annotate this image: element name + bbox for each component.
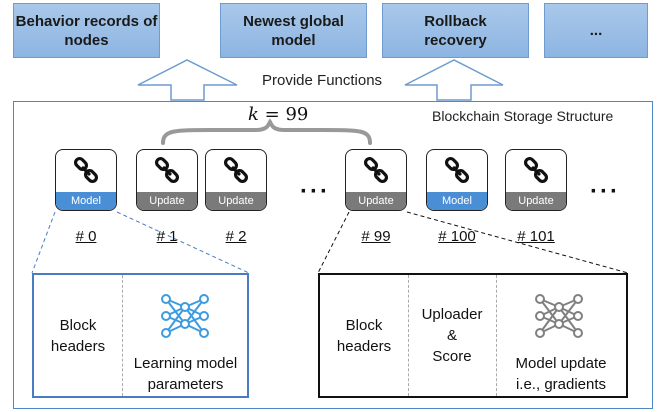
function-box-more: ... xyxy=(544,3,648,58)
block-tag: Model xyxy=(56,192,116,210)
k-label: k = 99 xyxy=(248,104,308,125)
cell-text: Uploader xyxy=(421,306,483,323)
block-headers-cell: Block headers xyxy=(320,275,408,396)
cell-text: Score xyxy=(432,348,472,365)
function-label: Rollback xyxy=(424,12,487,30)
cell-text: headers xyxy=(336,337,392,355)
block-tag: Update xyxy=(137,192,197,210)
cell-text: Model update xyxy=(515,354,607,372)
block-tag: Model xyxy=(427,192,487,210)
function-label: recovery xyxy=(424,31,487,49)
divider xyxy=(122,275,123,396)
function-label: Newest global xyxy=(243,12,344,30)
k-equals: = xyxy=(258,104,286,125)
chain-link-icon xyxy=(362,156,390,185)
chain-link-icon xyxy=(222,156,250,185)
block-5: Update xyxy=(505,149,567,211)
model-block-detail: Block headers Learning model parameters xyxy=(32,273,249,398)
k-value: 99 xyxy=(285,104,309,125)
block-index-label: # 1 xyxy=(156,228,178,245)
cell-text: Learning model xyxy=(133,354,238,372)
block-index-label: # 0 xyxy=(75,228,97,245)
block-headers-cell: Block headers xyxy=(34,275,122,396)
cell-text: Block xyxy=(59,316,97,334)
connector-line xyxy=(116,211,250,274)
block-0: Model xyxy=(55,149,117,211)
neural-network-icon xyxy=(161,294,209,338)
ellipsis: ··· xyxy=(300,178,330,205)
k-brace xyxy=(161,118,372,145)
chain-link-icon xyxy=(72,156,100,185)
block-index-label: # 99 xyxy=(361,228,391,245)
function-label: model xyxy=(271,31,316,49)
connector-line xyxy=(31,211,56,274)
learning-model-cell: Learning model parameters xyxy=(122,351,249,396)
chain-link-icon xyxy=(443,156,471,185)
block-4: Model xyxy=(426,149,488,211)
function-label: ... xyxy=(589,22,603,39)
connector-line xyxy=(406,211,629,274)
block-tag: Update xyxy=(506,192,566,210)
storage-title: Blockchain Storage Structure xyxy=(432,108,614,124)
block-index-label: # 100 xyxy=(438,228,476,245)
block-tag: Update xyxy=(206,192,266,210)
blockchain-storage-frame xyxy=(13,101,653,409)
divider xyxy=(408,275,409,396)
k-variable: k xyxy=(248,104,259,125)
connector-line xyxy=(317,211,350,274)
neural-network-icon xyxy=(535,294,583,338)
function-label: Behavior records of xyxy=(15,12,158,30)
up-arrow-right xyxy=(404,59,504,101)
divider xyxy=(496,275,497,396)
block-3: Update xyxy=(345,149,407,211)
update-block-detail: Block headers Uploader & Score Model update… xyxy=(318,273,628,398)
block-index-label: # 2 xyxy=(225,228,247,245)
model-update-cell: Model update i.e., gradients xyxy=(496,351,626,396)
block-index-label: # 101 xyxy=(517,228,555,245)
function-label: nodes xyxy=(64,31,109,49)
provide-functions-label: Provide Functions xyxy=(262,72,383,89)
up-arrow-left xyxy=(137,59,238,101)
block-2: Update xyxy=(205,149,267,211)
uploader-score-cell: Uploader & Score xyxy=(408,275,496,396)
cell-text: i.e., gradients xyxy=(515,375,607,393)
chain-link-icon xyxy=(153,156,181,185)
block-1: Update xyxy=(136,149,198,211)
cell-text: Block xyxy=(345,316,383,334)
cell-text: headers xyxy=(50,337,106,355)
cell-text: & xyxy=(446,327,457,344)
chain-link-icon xyxy=(522,156,550,185)
cell-text: parameters xyxy=(147,375,224,393)
block-tag: Update xyxy=(346,192,406,210)
ellipsis: ··· xyxy=(590,178,620,205)
